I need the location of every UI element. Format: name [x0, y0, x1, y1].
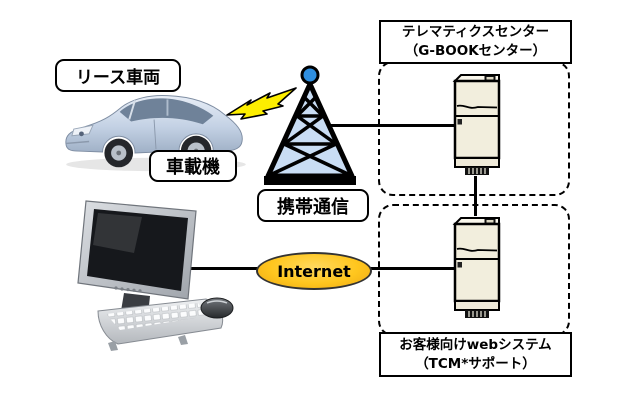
telematics-center-title-line2: （G-BOOKセンター） [404, 43, 547, 59]
telematics-center-title-box: テレマティクスセンター （G-BOOKセンター） [379, 20, 572, 64]
internet-label: Internet [277, 261, 351, 281]
onboard-device-label: 車載機 [149, 150, 237, 182]
telematics-server-icon [452, 74, 501, 175]
web-system-server-icon [452, 217, 501, 318]
connector-internet-to-web-server [364, 267, 454, 270]
lease-vehicle-label-text: リース車両 [75, 68, 161, 88]
lease-vehicle-label: リース車両 [55, 59, 181, 92]
telematics-center-title-line1: テレマティクスセンター [401, 24, 550, 41]
connector-tower-to-telematics-server [328, 124, 455, 127]
mobile-comm-label-text: 携帯通信 [277, 196, 349, 218]
connector-pc-to-internet [180, 267, 260, 270]
cell-tower-icon [264, 65, 356, 185]
mobile-comm-label: 携帯通信 [257, 189, 369, 222]
web-system-title-line1: お客様向けwebシステム [399, 336, 552, 353]
web-system-title-line2: （TCM*サポート） [415, 355, 536, 372]
lightning-bolt-icon [226, 87, 297, 120]
web-system-title-box: お客様向けwebシステム （TCM*サポート） [379, 332, 572, 377]
connector-server-to-server [474, 176, 477, 216]
onboard-device-label-text: 車載機 [166, 157, 220, 178]
desktop-computer-icon [77, 200, 234, 351]
internet-cloud: Internet [256, 252, 372, 290]
